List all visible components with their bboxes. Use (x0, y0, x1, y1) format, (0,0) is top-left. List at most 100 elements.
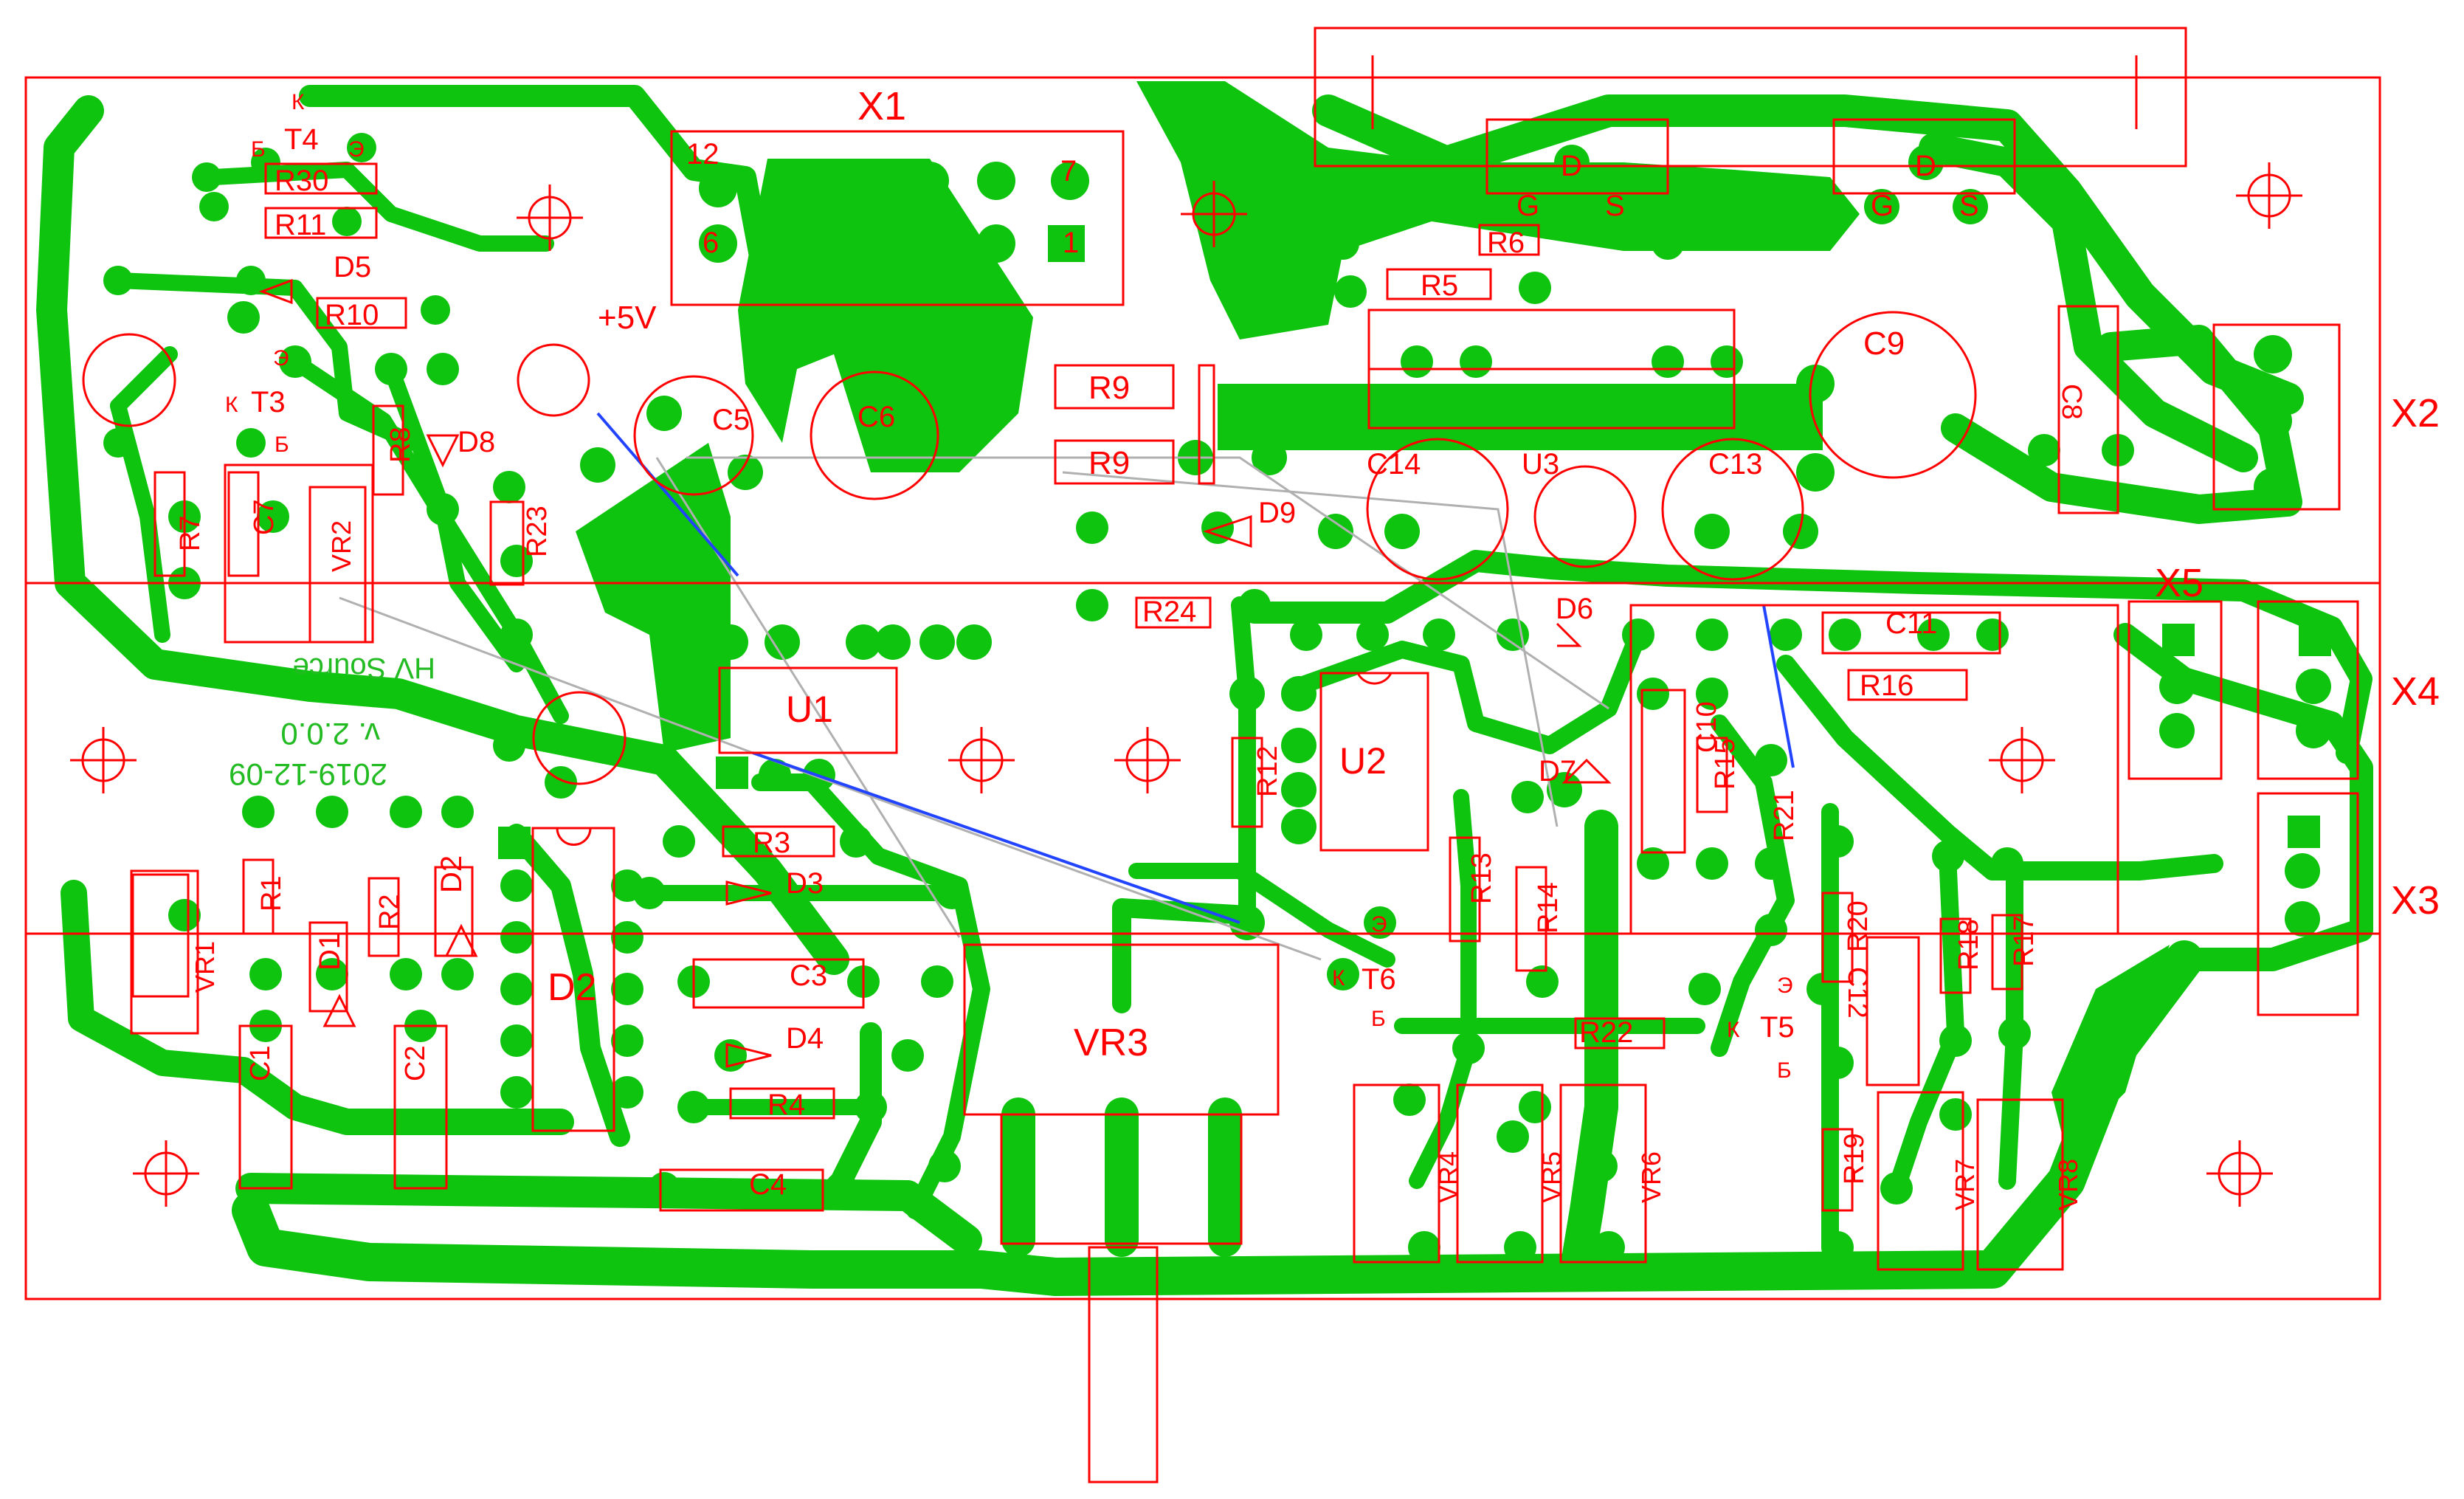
label-r6: R6 (1487, 227, 1525, 259)
label-x4: X4 (2391, 669, 2440, 714)
t6-pin-k: К (1332, 966, 1345, 990)
label-c3: C3 (790, 959, 827, 992)
label-r20: R20 (1843, 900, 1874, 952)
trace-d2-block (506, 824, 630, 1147)
ratsnest (339, 412, 1795, 961)
trace-right-vertical (1776, 655, 2223, 881)
q2-pin-d: D (1915, 150, 1936, 182)
label-d6: D6 (1556, 593, 1593, 625)
q1-pin-s: S (1605, 190, 1625, 222)
board-title: HV Source (293, 652, 435, 684)
trace-r12 (1231, 596, 1256, 931)
t6-pin-e: Э (1371, 912, 1387, 937)
heatsink-outline (1314, 27, 2187, 168)
trace-bottom-ground (232, 940, 2204, 1296)
board-outline (24, 76, 2381, 1300)
labels-layer: HV Source v. 2.0.0 2019-12-09 +5V X1 X2 … (175, 84, 2440, 1210)
label-d9: D9 (1258, 497, 1296, 529)
label-t4: T4 (284, 123, 319, 156)
q2-pin-g: G (1871, 190, 1894, 222)
label-c14: C14 (1367, 448, 1421, 480)
label-r1: R1 (256, 875, 287, 912)
label-r5: R5 (1421, 269, 1458, 302)
u2-outline (1319, 672, 1429, 852)
t3-pin-e: Э (273, 346, 289, 371)
label-c1: C1 (245, 1045, 276, 1081)
trace-u2-loop (1290, 626, 1647, 754)
label-u2: U2 (1339, 740, 1387, 782)
label-r9a: R9 (1088, 370, 1130, 406)
label-r21: R21 (1769, 790, 1800, 841)
x1-pin-7: 7 (1060, 155, 1077, 187)
x1-pin-6: 6 (703, 227, 719, 259)
label-c7: C7 (249, 499, 280, 535)
label-t5: T5 (1760, 1011, 1795, 1044)
trace-bottom-ground2 (235, 1173, 982, 1255)
label-c11: C11 (1885, 607, 1937, 640)
label-r24: R24 (1142, 596, 1196, 628)
t6-pin-b: Б (1371, 1007, 1386, 1031)
label-d3: D3 (786, 867, 824, 900)
label-c13: C13 (1708, 448, 1762, 480)
label-c4: C4 (749, 1168, 787, 1201)
mounting-hole (133, 1140, 199, 1207)
label-r8: R8 (385, 427, 416, 463)
label-vr8: VR8 (2053, 1159, 2083, 1210)
trace-t6 (1128, 863, 1395, 968)
label-r30: R30 (275, 165, 328, 197)
trace-left-loop (36, 95, 849, 975)
label-r23: R23 (522, 506, 553, 557)
label-r22: R22 (1579, 1016, 1633, 1049)
label-x5: X5 (2155, 561, 2204, 605)
label-vr4: VR4 (1433, 1151, 1463, 1203)
mounting-hole (2206, 1140, 2273, 1207)
label-vr6: VR6 (1636, 1151, 1666, 1203)
trace-c4 (646, 1022, 882, 1207)
label-r19: R19 (1839, 1133, 1870, 1185)
u1-outline (718, 666, 898, 754)
label-t3: T3 (251, 386, 286, 418)
q1-pin-d: D (1561, 150, 1582, 182)
t5-pin-e: Э (1777, 974, 1793, 998)
label-r16: R16 (1860, 669, 1913, 702)
label-r18: R18 (1953, 919, 1984, 971)
label-d1: D1 (314, 933, 346, 971)
trace-x2 (1941, 325, 2302, 524)
label-r9b: R9 (1088, 445, 1130, 481)
mounting-hole (948, 727, 1015, 793)
q2-pin-s: S (1959, 190, 1979, 222)
label-d2: D2 (435, 855, 468, 893)
x1-pin-1: 1 (1063, 227, 1079, 259)
label-c10: C10 (1691, 701, 1722, 753)
label-d8: D8 (458, 426, 495, 458)
t3-pin-b: Б (275, 433, 289, 457)
label-r13: R13 (1466, 852, 1497, 904)
board-date: 2019-12-09 (229, 757, 387, 792)
label-c2: C2 (400, 1045, 431, 1081)
t5-pin-k: К (1727, 1018, 1740, 1042)
trace-vr3-feed (1112, 898, 1257, 1013)
vr3-shaft (1088, 1246, 1159, 1484)
mounting-hole (1114, 727, 1181, 793)
label-x3: X3 (2391, 878, 2440, 923)
pour-right-top (1136, 81, 1860, 340)
label-d5: D5 (334, 251, 371, 283)
t4-pin-e: Э (348, 137, 365, 162)
label-vr1: VR1 (190, 941, 220, 993)
label-d7: D7 (1539, 755, 1576, 788)
label-r10: R10 (325, 299, 379, 331)
pour-center-lower (576, 443, 731, 753)
label-d2-chip: D2 (548, 966, 596, 1009)
trace-r18 (1888, 862, 1964, 1197)
label-r12: R12 (1252, 745, 1283, 797)
x1-outline (670, 130, 1125, 306)
label-c8: C8 (2056, 384, 2087, 420)
mounting-hole (2236, 162, 2302, 229)
label-vr2: VR2 (326, 520, 356, 572)
mounting-hole (1989, 727, 2055, 793)
t4-pin-k: К (291, 90, 305, 114)
trace-left-bottom (61, 880, 574, 1135)
trace-top-bus2 (1919, 133, 2258, 472)
trace-t4-loop (206, 162, 554, 252)
